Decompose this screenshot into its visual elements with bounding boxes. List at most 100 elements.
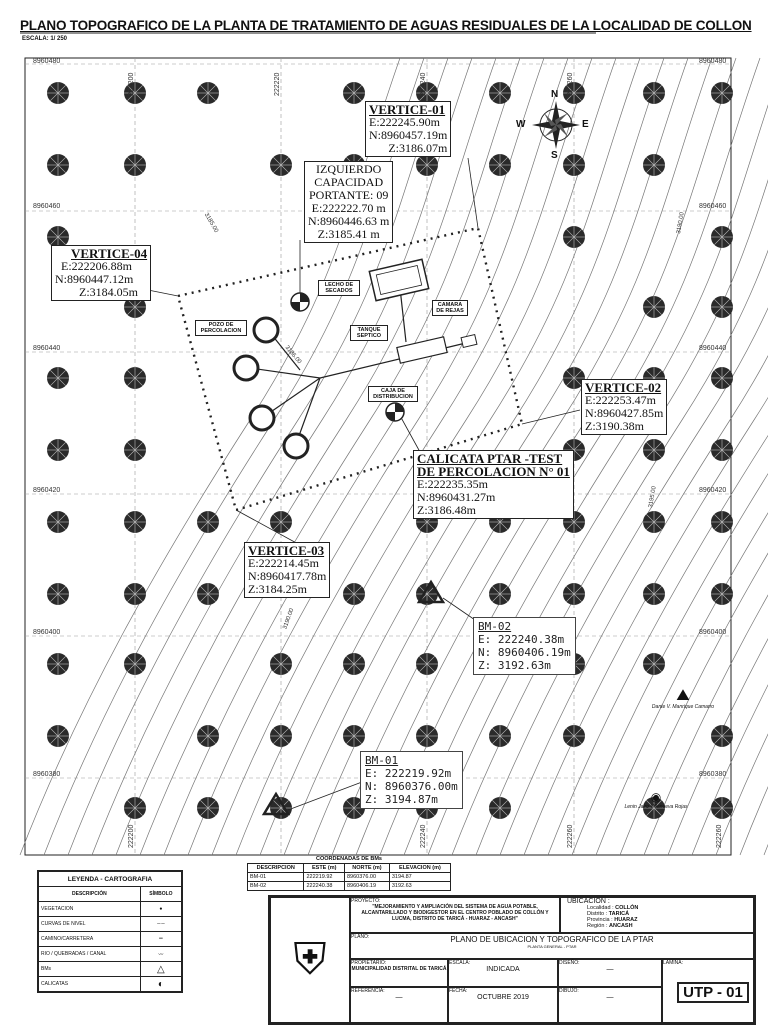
tree-icon bbox=[711, 797, 733, 819]
contour-line bbox=[235, 57, 617, 856]
tree-icon bbox=[197, 797, 219, 819]
table-row: BM-01 222219.92 8960376.00 3194.87 bbox=[246, 872, 452, 882]
vertice-04-title: VERTICE-04 bbox=[71, 246, 148, 261]
tree-icon bbox=[643, 82, 665, 104]
tree-icon bbox=[416, 725, 438, 747]
diseno-cell: DISEÑO: — bbox=[558, 959, 662, 987]
bm-02-z: Z: 3192.63m bbox=[478, 659, 551, 672]
izq-line3: PORTANTE: 09 bbox=[309, 188, 389, 202]
grid-east-label: 222220 bbox=[274, 72, 281, 96]
calicata-label: CALICATA PTAR -TEST DE PERCOLACION N° 01… bbox=[413, 450, 574, 519]
grid-east-label: 222260 bbox=[567, 72, 574, 96]
capacidad-portante-label: IZQUIERDO CAPACIDAD PORTANTE: 09 E:22222… bbox=[304, 161, 394, 243]
tree-icon bbox=[489, 725, 511, 747]
lamina-value: UTP - 01 bbox=[677, 982, 749, 1003]
escala-value: INDICADA bbox=[486, 966, 520, 973]
tree-icon bbox=[270, 725, 292, 747]
contour-line bbox=[451, 249, 768, 856]
vertice-02-z: Z:3190.38m bbox=[585, 419, 644, 433]
contour-line bbox=[139, 57, 521, 856]
tree-icon bbox=[124, 797, 146, 819]
stamp-icon: ⛰ bbox=[676, 687, 690, 704]
fecha-label: FECHA: bbox=[449, 988, 468, 994]
calicata-line2: DE PERCOLACION N° 01 bbox=[417, 464, 570, 479]
tree-icon bbox=[197, 82, 219, 104]
grid-north-label: 8960400 bbox=[33, 629, 61, 636]
dibujo-value: — bbox=[606, 994, 614, 1001]
tree-icon bbox=[124, 511, 146, 533]
plan-scale: ESCALA: 1/ 250 bbox=[22, 36, 68, 42]
diseno-value: — bbox=[606, 966, 614, 973]
grid-north-label: 8960400 bbox=[699, 629, 727, 636]
ubicacion-key: Localidad bbox=[587, 905, 611, 911]
north-arrow bbox=[532, 101, 580, 149]
contour-line bbox=[115, 57, 497, 856]
tree-icon bbox=[124, 653, 146, 675]
tree-icon bbox=[416, 154, 438, 176]
tree-icon bbox=[270, 154, 292, 176]
bm-icon: △ bbox=[139, 961, 183, 977]
escala-cell: ESCALA: INDICADA bbox=[448, 959, 558, 987]
contour-line bbox=[331, 57, 713, 856]
coords-header: ESTE (m) bbox=[303, 863, 345, 873]
calicata-line1: CALICATA PTAR -TEST bbox=[417, 451, 563, 466]
izq-line1: IZQUIERDO bbox=[316, 162, 382, 176]
diseno-label: DISEÑO: bbox=[559, 960, 580, 966]
tanque-tag: TANQUE SEPTICO bbox=[350, 325, 388, 341]
coords-title: COORDENADAS DE BMs bbox=[315, 856, 382, 862]
grid-north-label: 8960440 bbox=[33, 345, 61, 352]
ubicacion-label: UBICACION : bbox=[567, 898, 610, 905]
tree-icon bbox=[47, 725, 69, 747]
vertice-01-label: VERTICE-01 E:222245.90m N:8960457.19m Z:… bbox=[365, 101, 452, 157]
vertice-04-label: VERTICE-04 E:222206.88m N:8960447.12m Z:… bbox=[51, 245, 152, 301]
coords-cell: 222219.92 bbox=[303, 872, 345, 882]
camara-tag: CAMARA DE REJAS bbox=[432, 300, 468, 316]
bm-02-east: E: 222240.38m bbox=[478, 633, 565, 646]
calicata-icon: ◐ bbox=[139, 976, 183, 993]
legend-row: CURVAS DE NIVEL bbox=[37, 916, 141, 932]
contour-line bbox=[355, 57, 737, 856]
grid-north-label: 8960420 bbox=[699, 487, 727, 494]
tree-icon bbox=[563, 154, 585, 176]
vertice-03-label: VERTICE-03 E:222214.45m N:8960417.78m Z:… bbox=[244, 542, 331, 598]
compass-w: W bbox=[516, 119, 526, 130]
tree-icon bbox=[563, 725, 585, 747]
caja-tag: CAJA DE DISTRIBUCION bbox=[368, 386, 418, 402]
izq-line2: CAPACIDAD bbox=[314, 175, 384, 189]
ubicacion-cell: UBICACION : Localidad : COLLÓN Distrito … bbox=[560, 897, 754, 933]
calicata-north: N:8960431.27m bbox=[417, 490, 496, 504]
fecha-cell: FECHA: OCTUBRE 2019 bbox=[448, 987, 558, 1023]
bm-01-z: Z: 3194.87m bbox=[365, 793, 438, 806]
lamina-cell: LAMINA: UTP - 01 bbox=[662, 959, 754, 1023]
tree-icon bbox=[563, 367, 585, 389]
ubicacion-key: Provincia bbox=[587, 917, 610, 923]
percolation-wells bbox=[232, 316, 310, 460]
tree-icon bbox=[489, 82, 511, 104]
grid-east-label: 222240 bbox=[420, 824, 427, 848]
grid-north-label: 8960460 bbox=[33, 203, 61, 210]
tree-icon bbox=[489, 583, 511, 605]
referencia-label: REFERENCIA: bbox=[351, 988, 385, 994]
tree-icon bbox=[47, 511, 69, 533]
tree-icon bbox=[643, 583, 665, 605]
izq-z: Z:3185.41 m bbox=[317, 227, 380, 241]
ubicacion-value: ANCASH bbox=[609, 923, 633, 929]
lamina-label: LAMINA: bbox=[663, 960, 684, 966]
tree-icon bbox=[643, 511, 665, 533]
grid-east-label: 222200 bbox=[128, 824, 135, 848]
vertice-01-z: Z:3186.07m bbox=[388, 141, 448, 155]
grid-north-label: 8960460 bbox=[699, 203, 727, 210]
tree-icon bbox=[197, 725, 219, 747]
plano-label: PLANO: bbox=[351, 934, 370, 940]
tree-icon bbox=[124, 296, 146, 318]
tree-icon bbox=[343, 725, 365, 747]
propietario-name: MUNICIPALIDAD DISTRITAL DE TARICÁ bbox=[351, 966, 447, 972]
grid-east-label: 222240 bbox=[420, 72, 427, 96]
contour-icon: ∼∼ bbox=[139, 916, 183, 932]
bm-02-label: BM-02 E: 222240.38m N: 8960406.19m Z: 31… bbox=[473, 617, 576, 675]
shield-icon: ⛨ bbox=[293, 935, 327, 984]
vertice-01-east: E:222245.90m bbox=[369, 115, 440, 129]
contour-line bbox=[307, 57, 689, 856]
plan-title: PLANO TOPOGRAFICO DE LA PLANTA DE TRATAM… bbox=[20, 18, 752, 33]
calicata-symbols bbox=[290, 292, 405, 422]
